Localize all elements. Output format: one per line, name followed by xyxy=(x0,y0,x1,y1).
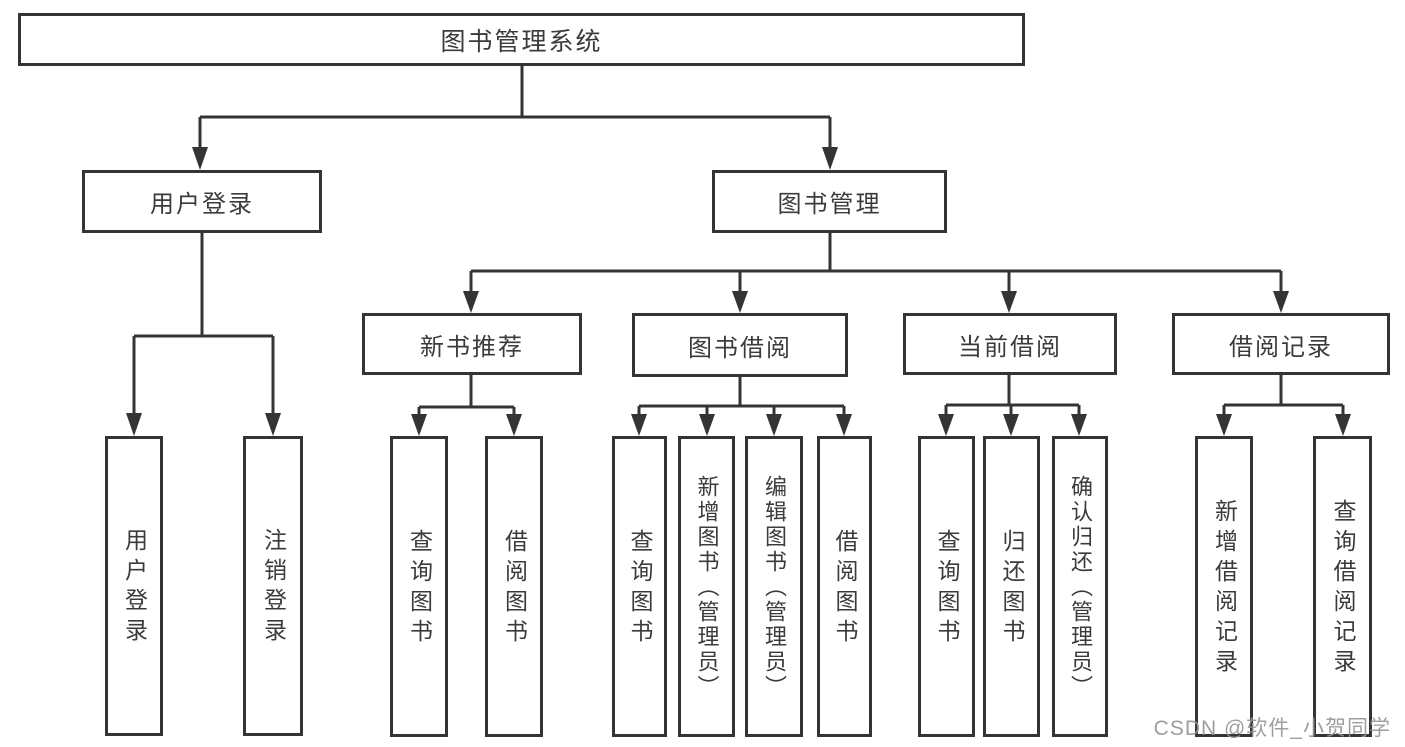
arrowheads xyxy=(126,147,1351,436)
node-new-book-recommend: 新书推荐 xyxy=(362,313,582,375)
leaf-query-book-borrow: 查询图书 xyxy=(612,436,667,737)
node-current-borrow: 当前借阅 xyxy=(903,313,1117,375)
tree-edges xyxy=(132,66,1345,418)
leaf-return-book: 归还图书 xyxy=(983,436,1040,737)
leaf-borrow-book-recommend: 借阅图书 xyxy=(485,436,543,737)
leaf-edit-book-admin: 编辑图书（管理员） xyxy=(745,436,803,737)
node-borrow-record: 借阅记录 xyxy=(1172,313,1390,375)
node-user-login: 用户登录 xyxy=(82,170,322,233)
node-book-borrow: 图书借阅 xyxy=(632,313,848,377)
node-root: 图书管理系统 xyxy=(18,13,1025,66)
leaf-add-borrow-record: 新增借阅记录 xyxy=(1195,436,1253,737)
csdn-watermark: CSDN @软件_小贺同学 xyxy=(1153,717,1391,740)
node-book-management: 图书管理 xyxy=(712,170,947,233)
leaf-query-book-recommend: 查询图书 xyxy=(390,436,448,737)
leaf-query-book-current: 查询图书 xyxy=(918,436,975,737)
leaf-user-login: 用户登录 xyxy=(105,436,163,736)
leaf-logout: 注销登录 xyxy=(243,436,303,736)
leaf-add-book-admin: 新增图书（管理员） xyxy=(678,436,735,737)
leaf-borrow-book: 借阅图书 xyxy=(817,436,872,737)
leaf-query-borrow-record: 查询借阅记录 xyxy=(1313,436,1372,737)
leaf-confirm-return-admin: 确认归还（管理员） xyxy=(1052,436,1108,737)
